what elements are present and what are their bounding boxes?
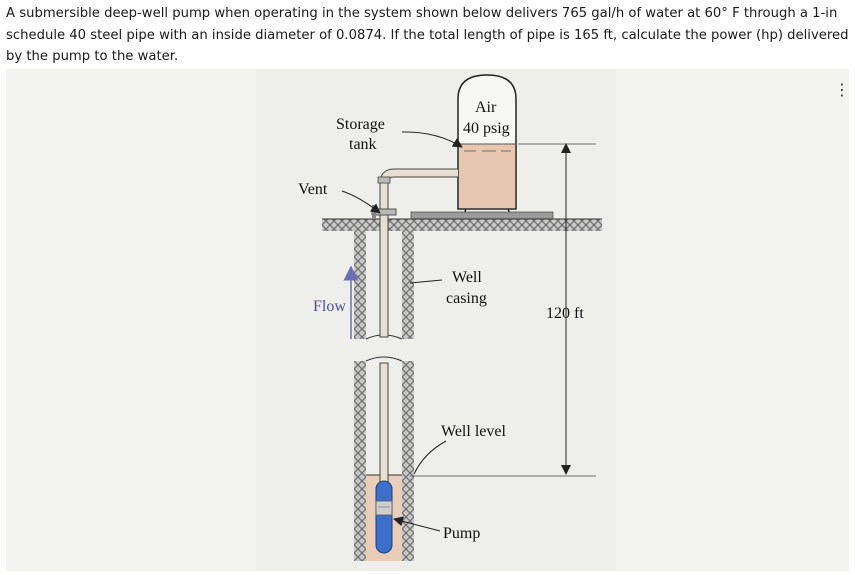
pump-diagram: Air 40 psig Storage tank Vent Flow Well … [256,69,616,571]
question-text: A submersible deep-well pump when operat… [6,6,849,64]
pump-unit [375,480,393,554]
ellipsis-icon[interactable]: ⋮ [834,80,851,99]
pump-system-figure: Air 40 psig Storage tank Vent Flow Well … [6,69,849,571]
pump-label: Pump [443,525,480,542]
well-level-label: Well level [441,423,506,440]
storage-tank [457,74,517,220]
storage-label: Storage [336,116,385,133]
height-label: 120 ft [546,305,584,322]
well-label: Well [452,269,482,286]
air-label: Air [475,99,497,116]
tank-label: tank [349,136,377,153]
casing-label: casing [446,290,487,307]
vent-label: Vent [298,181,328,198]
pressure-label: 40 psig [463,120,510,137]
flow-label: Flow [313,298,346,315]
